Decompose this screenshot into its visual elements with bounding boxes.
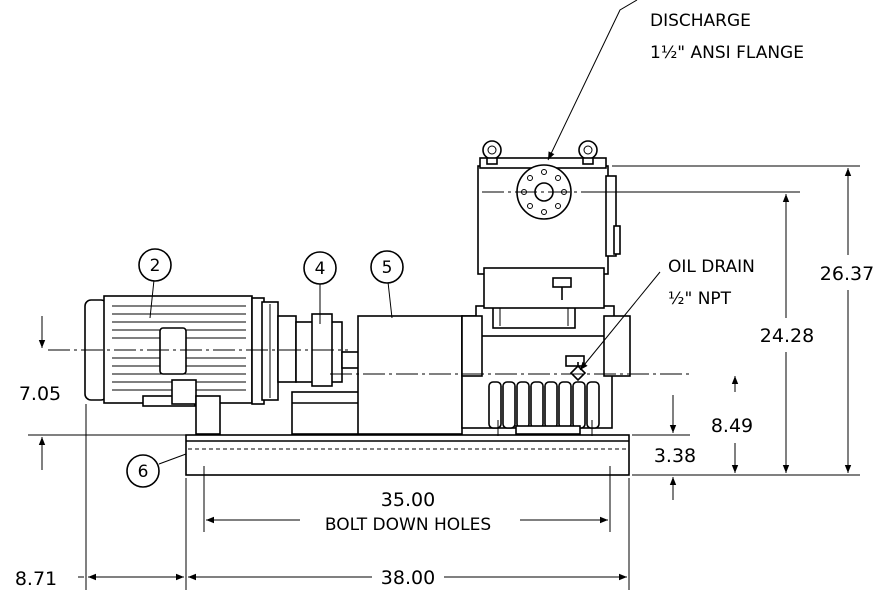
dim-overall-height: 26.37 (820, 263, 874, 285)
dim-motor-overhang: 8.71 (15, 568, 57, 590)
center-lines (48, 191, 690, 375)
callout-guard-label: 5 (382, 258, 393, 278)
oil-drain-note-line2: ½" NPT (668, 289, 732, 309)
support-block (291, 391, 361, 435)
dim-flange-height: 24.28 (760, 325, 814, 347)
callout-coupling: 4 (303, 251, 337, 285)
dim-base-height: 3.38 (654, 445, 696, 467)
callout-base: 6 (126, 454, 160, 488)
coupling (277, 313, 361, 387)
coupling-guard (357, 315, 463, 435)
callout-motor: 2 (138, 248, 172, 282)
extension-lines (28, 165, 860, 590)
dimension-lines (38, 168, 852, 581)
leader-lines (149, 0, 661, 465)
bolt-down-holes-label: BOLT DOWN HOLES (325, 515, 491, 535)
dim-base-length: 38.00 (381, 567, 435, 589)
pump-body (461, 140, 631, 436)
dim-shaft-height: 8.49 (711, 415, 753, 437)
discharge-note-line2: 1½" ANSI FLANGE (650, 43, 804, 63)
callout-guard: 5 (370, 250, 404, 284)
callout-base-label: 6 (138, 462, 149, 482)
motor (84, 295, 279, 435)
base-frame (185, 434, 630, 480)
dim-motor-shaft-height: 7.05 (19, 383, 61, 405)
oil-drain-note-line1: OIL DRAIN (668, 257, 755, 277)
discharge-note-line1: DISCHARGE (650, 11, 751, 31)
callout-coupling-label: 4 (315, 259, 326, 279)
callout-motor-label: 2 (150, 256, 161, 276)
dim-bolt-spacing: 35.00 (381, 489, 435, 511)
